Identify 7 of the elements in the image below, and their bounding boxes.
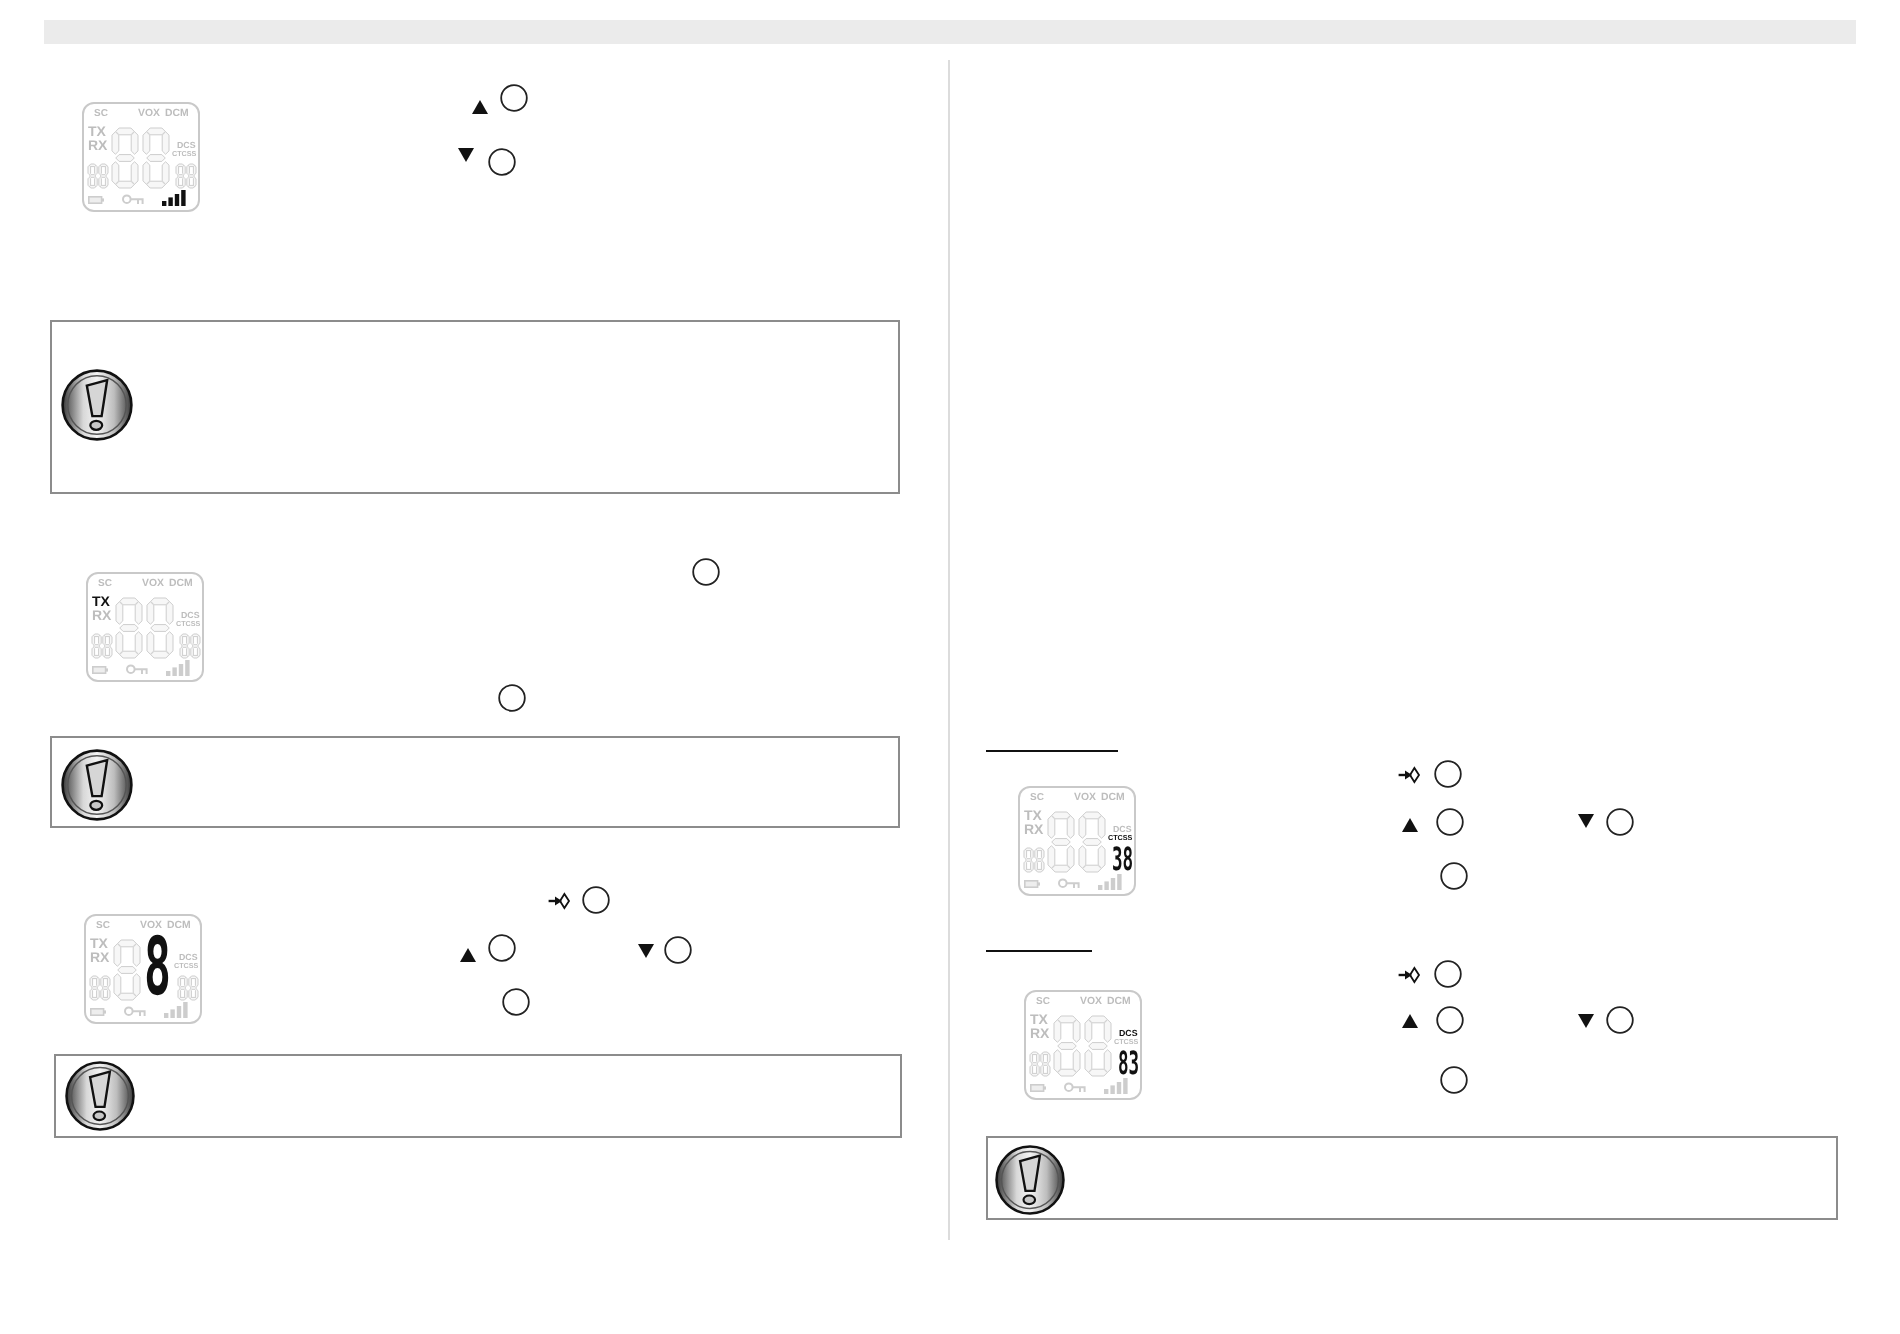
lcd-readout: 83 [1117, 1052, 1139, 1076]
lcd-display [1018, 786, 1136, 896]
lcd-display [82, 102, 200, 212]
lcd-readout: 38 [1111, 848, 1133, 872]
lcd-display [1024, 990, 1142, 1100]
lcd-display [86, 572, 204, 682]
lcd-display [84, 914, 202, 1024]
